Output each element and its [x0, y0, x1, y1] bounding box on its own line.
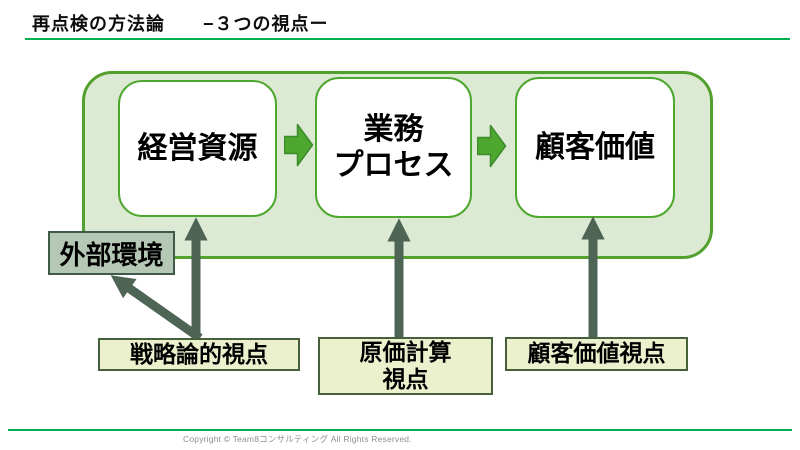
right-block-arrow-icon: [477, 124, 507, 168]
external-environment-label: 外部環境: [59, 239, 164, 270]
perspective-label: 戦略論的視点: [130, 340, 268, 367]
flow-box-label: 業務: [363, 112, 424, 146]
perspective-box-customer-value: 顧客価値視点: [505, 337, 688, 371]
perspective-box-cost-accounting: 原価計算 視点: [318, 337, 493, 395]
diagonal-arrow-strategy-to-external: [110, 275, 203, 342]
perspective-label: 視点: [382, 366, 429, 392]
flow-box-business-process: 業務 プロセス: [315, 77, 472, 218]
flow-box-label: プロセス: [333, 148, 454, 182]
copyright-text: Copyright © Team8コンサルティング All Rights Res…: [183, 434, 412, 444]
flow-box-customer-value: 顧客価値: [515, 77, 675, 218]
external-environment-box: 外部環境: [48, 231, 175, 275]
title-divider: [25, 38, 790, 40]
flow-box-label: 経営資源: [137, 131, 258, 165]
perspective-box-strategic: 戦略論的視点: [98, 338, 300, 371]
perspective-label: 原価計算: [359, 338, 452, 365]
page-title: 再点検の方法論 −３つの視点ー: [32, 14, 329, 34]
perspective-label: 顧客価値視点: [527, 340, 666, 367]
flow-box-label: 顧客価値: [535, 130, 655, 164]
right-block-arrow-icon: [284, 123, 314, 167]
footer-divider: [8, 429, 792, 431]
flow-box-management-resources: 経営資源: [118, 80, 277, 217]
